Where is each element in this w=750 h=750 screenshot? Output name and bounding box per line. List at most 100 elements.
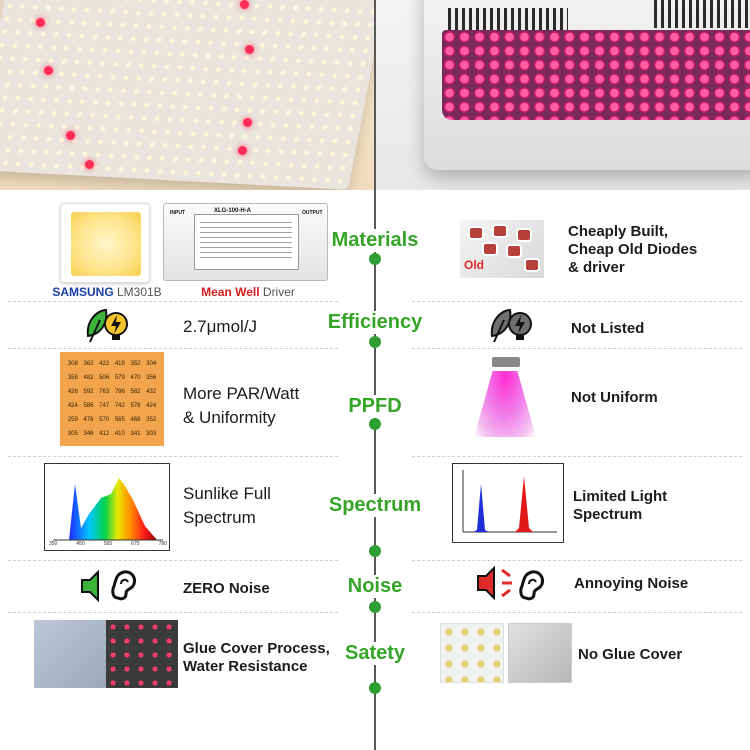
noise-right-text: Annoying Noise [574, 575, 689, 592]
row-separator [8, 560, 338, 561]
red-diode [36, 18, 45, 27]
light-beam [474, 371, 536, 437]
caption-brand: SAMSUNG [52, 285, 114, 299]
spectrum-tick: 780 [158, 541, 167, 547]
ppfd-cell: 419 [114, 361, 125, 367]
ppfd-cell: 579 [114, 375, 125, 381]
red-diode [85, 160, 94, 169]
caption-model: LM301B [113, 285, 162, 299]
ppfd-cell: 412 [99, 431, 110, 437]
red-diode [245, 45, 254, 54]
old-diode [494, 226, 506, 236]
old-diode [518, 230, 530, 240]
materials-right-text: Cheaply Built, Cheap Old Diodes & driver [568, 223, 697, 277]
ppfd-left-text: More PAR/Watt & Uniformity [183, 382, 299, 430]
ppfd-cell: 424 [146, 403, 157, 409]
divider-dot [369, 336, 381, 348]
ppfd-cell: 476 [83, 417, 94, 423]
safety-left-line1: Glue Cover Process, [183, 640, 330, 657]
spectrum-left-text: Sunlike Full Spectrum [183, 482, 271, 530]
divider-dot [369, 545, 381, 557]
efficiency-right-value: Not Listed [571, 320, 645, 337]
diode-phosphor [71, 212, 141, 276]
category-materials: Materials [315, 229, 435, 252]
materials-right-line2: Cheap Old Diodes [568, 241, 698, 258]
spectrum-right-line2: Spectrum [573, 506, 643, 523]
limited-spectrum-chart [452, 463, 564, 543]
row-separator [412, 560, 742, 561]
spectrum-ticks: 350 450 565 675 780 [49, 541, 167, 547]
ppfd-cell: 352 [146, 417, 157, 423]
caption-driver-brand: Mean Well [201, 285, 260, 299]
divider-dot [369, 253, 381, 265]
ppfd-cell: 308 [67, 361, 78, 367]
ppfd-right-text: Not Uniform [571, 389, 658, 406]
ppfd-cell: 592 [83, 389, 94, 395]
ppfd-cell: 341 [130, 431, 141, 437]
row-separator [8, 612, 338, 613]
ppfd-cell: 482 [83, 375, 94, 381]
caption-driver: Driver [259, 285, 295, 299]
red-diode [243, 118, 252, 127]
ppfd-cell: 796 [114, 389, 125, 395]
category-noise: Noise [315, 575, 435, 598]
samsung-caption: SAMSUNG LM301B [52, 285, 162, 299]
red-diode [44, 66, 53, 75]
divider-dot [369, 682, 381, 694]
quiet-speaker-ear-icon [80, 566, 140, 606]
ppfd-cell: 303 [146, 431, 157, 437]
meanwell-caption: Mean Well Driver [178, 285, 318, 299]
red-diode [66, 131, 75, 140]
row-separator [412, 612, 742, 613]
old-diode [470, 228, 482, 238]
driver-output-label: OUTPUT [302, 210, 323, 216]
old-diode [508, 246, 520, 256]
ppfd-cell: 424 [67, 403, 78, 409]
driver-input-label: INPUT [170, 210, 185, 216]
ppfd-cell: 470 [130, 375, 141, 381]
ppfd-cell: 747 [99, 403, 110, 409]
driver-model-label: XLG-100-H-A [214, 208, 252, 214]
old-diodes-image: Old [460, 220, 544, 278]
ppfd-cell: 565 [114, 417, 125, 423]
category-spectrum: Spectrum [315, 494, 435, 517]
row-separator [8, 456, 338, 457]
leaf-bolt-icon [84, 306, 130, 346]
uneven-ppfd-diagram [452, 355, 556, 443]
ppfd-cell: 570 [99, 417, 110, 423]
category-ppfd: PPFD [315, 395, 435, 418]
driver-label-text-lines [200, 222, 292, 262]
category-safety: Satety [315, 642, 435, 665]
ppfd-cell: 356 [146, 375, 157, 381]
ppfd-cell: 362 [83, 361, 94, 367]
no-glue-photo-1 [440, 623, 504, 683]
ppfd-cell: 432 [146, 389, 157, 395]
meanwell-driver-image: INPUT OUTPUT XLG-100-H-A [163, 203, 328, 281]
row-separator [8, 301, 338, 302]
center-divider [374, 0, 376, 750]
ppfd-cell: 346 [83, 431, 94, 437]
light-fixture-icon [492, 357, 520, 367]
ppfd-left-line1: More PAR/Watt [183, 384, 300, 403]
old-diode [484, 244, 496, 254]
full-spectrum-chart: 350 450 565 675 780 [44, 463, 170, 551]
old-diode [526, 260, 538, 270]
row-separator [412, 348, 742, 349]
blurple-led-array [442, 30, 750, 120]
row-separator [412, 301, 742, 302]
leaf-bolt-gray-icon [488, 306, 534, 346]
ppfd-cell: 468 [130, 417, 141, 423]
ppfd-cell: 578 [130, 403, 141, 409]
spectrum-right-text: Limited Light Spectrum [573, 488, 667, 524]
ppfd-cell: 586 [83, 403, 94, 409]
spectrum-left-line1: Sunlike Full [183, 484, 271, 503]
efficiency-left-value: 2.7μmol/J [183, 317, 258, 336]
red-diode [240, 0, 249, 9]
ppfd-cell: 304 [146, 361, 157, 367]
vent-grille-right [654, 0, 750, 28]
materials-right-line3: & driver [568, 259, 625, 276]
glue-cover-photo-1 [34, 620, 106, 688]
spectrum-left-line2: Spectrum [183, 508, 256, 527]
spectrum-tick: 565 [103, 541, 113, 547]
